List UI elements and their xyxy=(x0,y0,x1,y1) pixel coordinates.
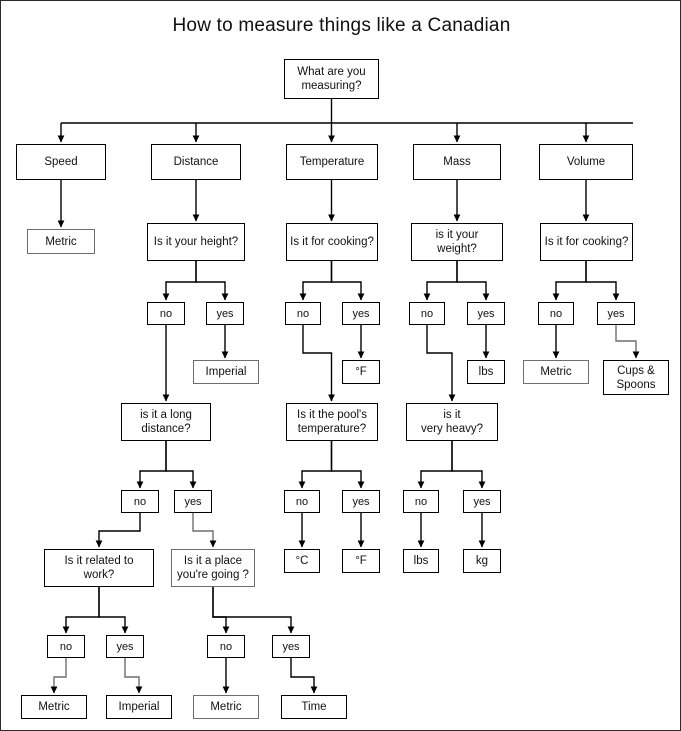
node-mass[interactable]: Mass xyxy=(413,144,501,180)
node-distance[interactable]: Distance xyxy=(151,144,241,180)
node-label: lbs xyxy=(413,555,429,567)
node-place_no[interactable]: no xyxy=(207,635,245,658)
node-label: no xyxy=(414,495,428,508)
node-label: Volume xyxy=(566,156,606,168)
node-label: Metric xyxy=(540,366,572,378)
node-label: yes xyxy=(473,495,491,508)
node-long_no[interactable]: no xyxy=(121,490,159,513)
node-label: yes xyxy=(607,307,625,320)
node-label: Time xyxy=(301,701,327,713)
node-speed_metric[interactable]: Metric xyxy=(27,229,95,254)
node-label: Metric xyxy=(210,701,242,713)
node-volume[interactable]: Volume xyxy=(539,144,633,180)
node-kg_heavy[interactable]: kg xyxy=(463,549,501,573)
node-cvol_yes[interactable]: yes xyxy=(597,302,635,325)
node-label: is it your weight? xyxy=(435,229,479,255)
node-speed[interactable]: Speed xyxy=(16,144,106,180)
node-label: Is it for cooking? xyxy=(544,236,629,248)
node-label: yes xyxy=(352,307,370,320)
node-celsius_pool[interactable]: °C xyxy=(284,549,320,573)
node-lbs_weight[interactable]: lbs xyxy=(467,360,505,384)
node-label: Mass xyxy=(443,156,471,168)
node-label: yes xyxy=(477,307,495,320)
node-label: no xyxy=(549,307,563,320)
node-time_place[interactable]: Time xyxy=(281,695,347,719)
node-label: °F xyxy=(355,366,367,378)
node-pool_yes[interactable]: yes xyxy=(342,490,380,513)
node-label: no xyxy=(59,640,73,653)
node-label: yes xyxy=(184,495,202,508)
node-heavy_no[interactable]: no xyxy=(403,490,439,513)
node-q_cooking_temp[interactable]: Is it for cooking? xyxy=(286,223,378,261)
node-label: °C xyxy=(295,555,309,567)
node-lbs_heavy[interactable]: lbs xyxy=(403,549,439,573)
node-label: kg xyxy=(475,555,489,567)
node-label: no xyxy=(420,307,434,320)
node-label: Is it your height? xyxy=(153,236,239,248)
node-label: Cups &Spoons xyxy=(616,364,656,391)
page-title: How to measure things like a Canadian xyxy=(172,15,511,36)
node-place_yes[interactable]: yes xyxy=(272,635,310,658)
node-label: yes xyxy=(352,495,370,508)
node-ctemp_no[interactable]: no xyxy=(285,302,321,325)
node-label: Is it for cooking? xyxy=(290,236,374,248)
node-imperial_work[interactable]: Imperial xyxy=(106,695,172,719)
node-label: Temperature xyxy=(299,156,365,168)
node-label: lbs xyxy=(478,366,494,378)
node-metric_place[interactable]: Metric xyxy=(193,695,259,719)
node-q_height[interactable]: Is it your height? xyxy=(147,223,245,261)
node-q_cooking_vol[interactable]: Is it for cooking? xyxy=(540,223,633,261)
node-ctemp_yes[interactable]: yes xyxy=(342,302,380,325)
node-label: Imperial xyxy=(118,701,160,713)
node-cups_spoons[interactable]: Cups &Spoons xyxy=(603,360,669,395)
node-metric_work[interactable]: Metric xyxy=(21,695,87,719)
node-label: Metric xyxy=(38,701,70,713)
node-imperial_height[interactable]: Imperial xyxy=(193,360,259,384)
node-label: Metric xyxy=(45,235,77,248)
node-weight_no[interactable]: no xyxy=(409,302,445,325)
node-label: no xyxy=(219,640,233,653)
node-label: yes xyxy=(116,640,134,653)
node-q_weight[interactable]: is it your weight? xyxy=(411,223,503,261)
node-cvol_no[interactable]: no xyxy=(538,302,574,325)
node-label: no xyxy=(133,495,147,508)
node-weight_yes[interactable]: yes xyxy=(467,302,505,325)
node-work_no[interactable]: no xyxy=(47,635,85,658)
node-label: Speed xyxy=(44,156,78,168)
node-label: °F xyxy=(355,555,367,567)
node-label: no xyxy=(159,307,173,320)
node-label: yes xyxy=(282,640,300,653)
node-long_yes[interactable]: yes xyxy=(174,490,212,513)
node-label: Imperial xyxy=(205,366,247,378)
node-pool_no[interactable]: no xyxy=(284,490,320,513)
node-temperature[interactable]: Temperature xyxy=(286,144,378,180)
node-label: no xyxy=(295,495,309,508)
node-f_cooking[interactable]: °F xyxy=(342,360,380,384)
node-work_yes[interactable]: yes xyxy=(106,635,144,658)
node-label: Distance xyxy=(173,156,219,168)
node-heavy_yes[interactable]: yes xyxy=(463,490,501,513)
node-f_pool[interactable]: °F xyxy=(342,549,380,573)
node-label: Is it related to work? xyxy=(64,555,134,581)
node-metric_volume[interactable]: Metric xyxy=(523,360,589,384)
node-q_work[interactable]: Is it related to work? xyxy=(44,549,154,587)
node-height_yes[interactable]: yes xyxy=(206,302,244,325)
node-label: yes xyxy=(216,307,234,320)
node-height_no[interactable]: no xyxy=(147,302,185,325)
node-label: no xyxy=(296,307,310,320)
